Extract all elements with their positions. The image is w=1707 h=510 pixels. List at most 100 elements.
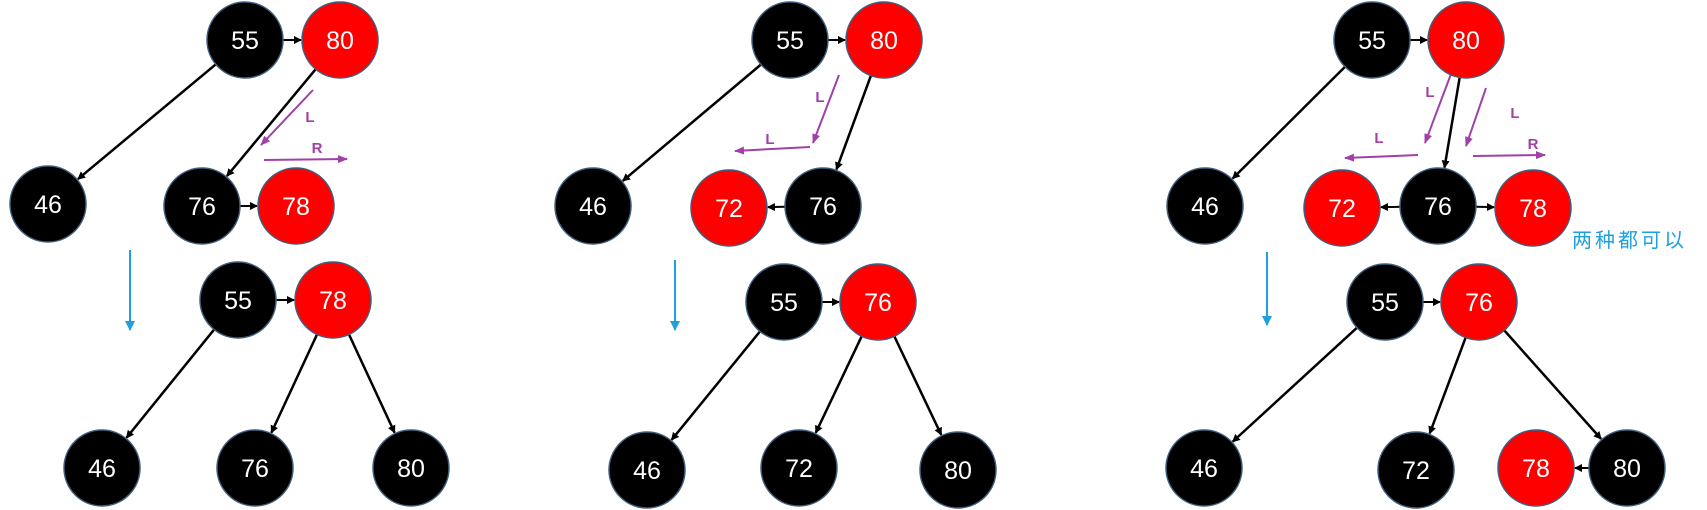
tree-node-80-red: 80 (1427, 1, 1505, 79)
node-value: 76 (241, 455, 269, 483)
rotation-arrow (1424, 73, 1452, 144)
rotation-label-L: L (815, 89, 824, 106)
node-circle (9, 165, 87, 243)
tree-node-46-black: 46 (554, 167, 632, 245)
node-value: 55 (776, 27, 804, 55)
tree-node-80-red: 80 (845, 1, 923, 79)
node-value: 76 (1424, 193, 1452, 221)
tree-node-80-black: 80 (919, 431, 997, 509)
node-circle (690, 169, 768, 247)
node-value: 55 (770, 289, 798, 317)
rotation-label-L: L (765, 131, 774, 148)
node-circle (760, 429, 838, 507)
tree-edge (622, 63, 762, 182)
tree-node-78-red: 78 (1494, 169, 1572, 247)
node-circle (372, 429, 450, 507)
node-circle (919, 431, 997, 509)
tree-node-46-black: 46 (1166, 167, 1244, 245)
rotation-arrow (1465, 87, 1487, 147)
rotation-arrow (263, 155, 348, 164)
tree-node-46-black: 46 (63, 429, 141, 507)
node-value: 80 (326, 27, 354, 55)
node-value: 76 (1465, 289, 1493, 317)
node-circle (1165, 429, 1243, 507)
note-both-ok: 两种都可以 (1572, 228, 1687, 252)
node-circle (751, 1, 829, 79)
tree-node-78-red: 78 (294, 261, 372, 339)
tree-edge (77, 63, 217, 181)
node-circle (1377, 431, 1455, 509)
tree-edge (893, 335, 943, 436)
tree-node-76-black: 76 (1399, 167, 1477, 245)
node-circle (1427, 1, 1505, 79)
node-circle (163, 167, 241, 245)
node-value: 78 (282, 193, 310, 221)
tree-node-72-black: 72 (1377, 431, 1455, 509)
node-value: 72 (785, 455, 813, 483)
node-circle (294, 261, 372, 339)
node-value: 55 (231, 27, 259, 55)
tree-node-46-black: 46 (608, 431, 686, 509)
node-circle (206, 1, 284, 79)
tree-node-78-red: 78 (1497, 429, 1575, 507)
tree-node-55-black: 55 (751, 1, 829, 79)
node-value: 78 (1519, 195, 1547, 223)
node-value: 76 (864, 289, 892, 317)
node-value: 46 (579, 193, 607, 221)
tree-edge (835, 75, 873, 171)
rotation-label-L: L (1374, 130, 1383, 147)
rotation-arrow (1344, 153, 1419, 162)
node-value: 80 (1452, 27, 1480, 55)
node-circle (257, 167, 335, 245)
rotation-arrow (1472, 151, 1546, 160)
tree-edge (1441, 77, 1461, 169)
tree-node-55-black: 55 (206, 1, 284, 79)
node-value: 80 (870, 27, 898, 55)
tree-node-55-black: 55 (1333, 1, 1411, 79)
tree-node-76-red: 76 (1440, 263, 1518, 341)
node-value: 46 (633, 457, 661, 485)
rotation-label-R: R (312, 140, 323, 157)
node-circle (608, 431, 686, 509)
rotation-label-L: L (1510, 105, 1519, 122)
node-value: 46 (1191, 193, 1219, 221)
node-value: 46 (34, 191, 62, 219)
node-circle (554, 167, 632, 245)
tree-edge (225, 68, 317, 177)
tree-node-76-black: 76 (216, 429, 294, 507)
tree-edge (1231, 326, 1358, 443)
node-value: 72 (715, 195, 743, 223)
node-circle (745, 263, 823, 341)
tree-node-46-black: 46 (9, 165, 87, 243)
node-value: 46 (88, 455, 116, 483)
rotation-label-R: R (1528, 136, 1539, 153)
node-value: 78 (1522, 455, 1550, 483)
node-circle (1303, 169, 1381, 247)
rotation-label-L: L (1425, 84, 1434, 101)
tree-node-55-black: 55 (199, 261, 277, 339)
rotation-arrow (812, 74, 840, 144)
node-circle (301, 1, 379, 79)
node-circle (199, 261, 277, 339)
node-value: 55 (1371, 289, 1399, 317)
tree-edge (1428, 337, 1467, 435)
node-value: 80 (944, 457, 972, 485)
node-value: 80 (397, 455, 425, 483)
node-value: 78 (319, 287, 347, 315)
rotation-label-L: L (305, 109, 314, 126)
tree-edge (1503, 329, 1602, 440)
tree-edge (270, 333, 319, 434)
tree-node-80-black: 80 (372, 429, 450, 507)
node-circle (1494, 169, 1572, 247)
tree-node-80-black: 80 (1588, 429, 1666, 507)
node-value: 55 (224, 287, 252, 315)
tree-edge (347, 333, 396, 434)
node-circle (63, 429, 141, 507)
tree-edge (1231, 65, 1346, 180)
tree-edge (670, 330, 761, 441)
tree-edge (814, 335, 863, 434)
node-circle (784, 167, 862, 245)
node-value: 72 (1402, 457, 1430, 485)
node-circle (1497, 429, 1575, 507)
